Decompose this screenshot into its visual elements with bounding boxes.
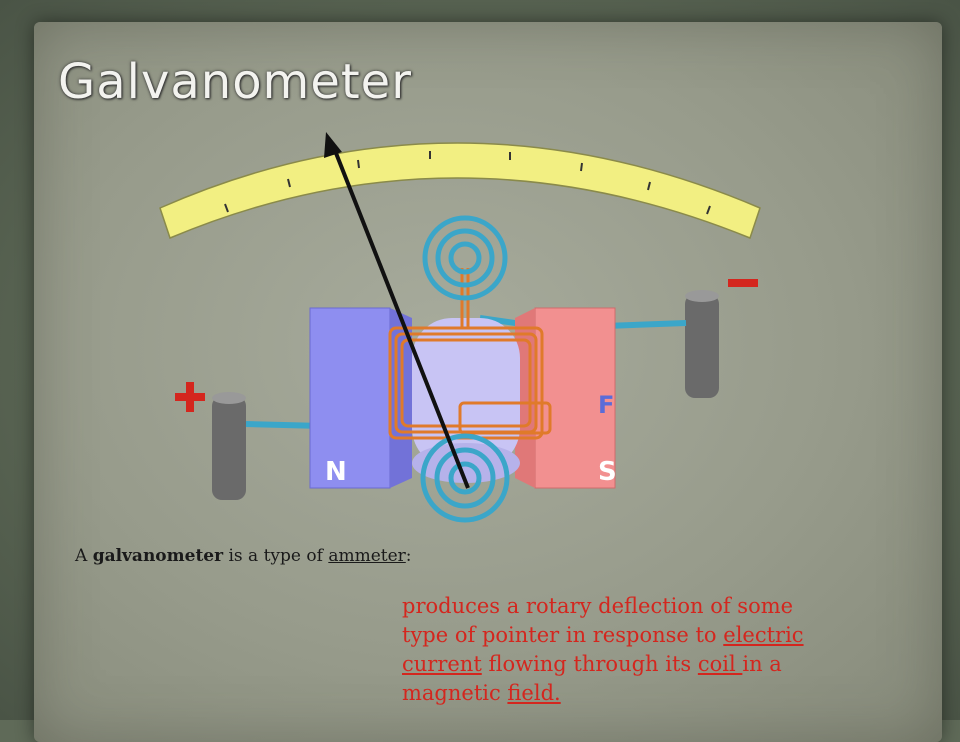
term-ammeter-link[interactable]: ammeter [328,546,406,566]
left-terminal [212,392,246,500]
scale-ticks [224,151,711,215]
electric-current-link[interactable]: electric current [402,623,804,676]
pointer-needle [324,132,470,489]
intro-suffix: : [405,546,412,566]
right-terminal [685,290,719,398]
top-spring [422,215,508,301]
galvanometer-diagram: N S F [159,132,761,523]
positive-terminal-sign [175,382,205,412]
intro-sentence: A galvanometer is a type of ammeter: [75,546,412,566]
description-paragraph: produces a rotary deflection of some typ… [402,592,842,708]
bottom-spring [420,433,510,523]
south-label: S [598,457,617,487]
force-label: F [598,391,614,419]
desc-part2: flowing through its [481,652,698,676]
meter-scale [159,142,761,240]
negative-terminal-sign [728,279,758,287]
intro-prefix: A [75,546,93,566]
term-galvanometer: galvanometer [92,546,224,566]
intro-middle: is a type of [223,546,329,566]
field-link[interactable]: field. [507,681,561,705]
slide-title: Galvanometer [58,54,412,110]
north-label: N [325,457,347,487]
desc-part1: produces a rotary deflection of some typ… [402,594,794,647]
desc-part3: in a magnetic [402,652,782,705]
coil-link[interactable]: coil [697,652,743,676]
